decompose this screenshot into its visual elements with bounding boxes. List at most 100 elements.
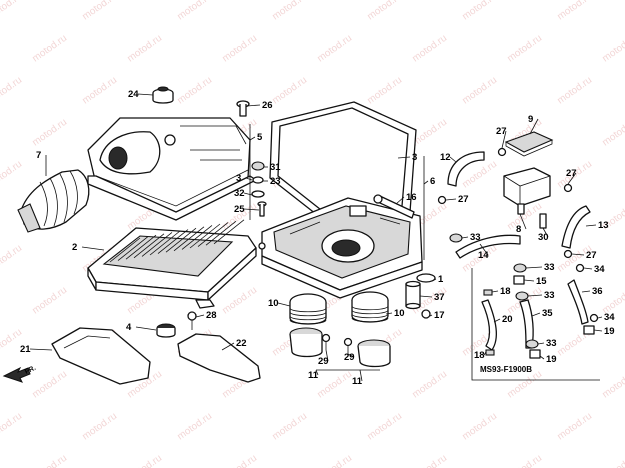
callout-c24: 24 [128, 89, 139, 100]
lower-case[interactable] [258, 197, 423, 299]
bolt-28[interactable] [187, 311, 197, 330]
callout-c34a: 34 [594, 264, 605, 275]
leader-c35 [531, 312, 541, 317]
clamp-33c[interactable] [515, 291, 529, 301]
filter-element[interactable] [87, 219, 257, 309]
side-cover-left[interactable] [51, 327, 151, 385]
hose-14[interactable] [455, 234, 521, 259]
funnel-rib [351, 317, 389, 323]
clip-18a[interactable] [483, 289, 493, 296]
callout-c10b: 10 [394, 308, 405, 319]
callout-c36: 36 [592, 286, 603, 297]
breather-case[interactable] [503, 167, 551, 215]
grommet-4[interactable] [156, 323, 176, 338]
callout-c29a: 29 [318, 356, 329, 367]
leader-c18b [483, 351, 487, 356]
funnel-right[interactable] [351, 291, 389, 323]
tee-19b[interactable] [583, 325, 595, 335]
pipe-30[interactable] [539, 213, 547, 229]
screw-right[interactable] [343, 337, 353, 355]
leader-lines [29, 93, 603, 382]
callout-c13: 13 [598, 220, 609, 231]
hose-36[interactable] [567, 279, 589, 325]
watermark-text: motod.ru [80, 75, 119, 107]
clamp-27d[interactable] [563, 249, 573, 259]
callout-c9: 9 [528, 114, 533, 125]
hose-35[interactable] [519, 299, 534, 349]
tee-19a[interactable] [529, 349, 541, 359]
leader-c16 [395, 196, 405, 205]
leader-c10a [277, 302, 291, 307]
nut-31[interactable] [251, 161, 265, 171]
watermark-text: motod.ru [600, 33, 625, 65]
funnel-rib [351, 309, 389, 315]
leader-c10b [385, 312, 393, 315]
leader-c3b [397, 156, 411, 159]
washer-23[interactable] [252, 176, 264, 184]
callout-c12: 12 [440, 152, 451, 163]
hose-13[interactable] [561, 205, 591, 249]
leader-c26 [246, 104, 261, 107]
filter-rib [181, 225, 213, 250]
o-ring[interactable] [416, 273, 436, 283]
hose-20[interactable] [481, 299, 498, 351]
intake-duct[interactable] [17, 169, 90, 233]
clamp-27b[interactable] [437, 195, 447, 205]
watermark-text: motod.ru [555, 75, 594, 107]
breather-filter[interactable] [504, 131, 554, 157]
washer-32[interactable] [251, 190, 265, 198]
connecting-tube-right[interactable] [357, 339, 391, 368]
funnel-left[interactable] [289, 293, 327, 325]
leader-c11b [359, 369, 363, 382]
watermark-text: motod.ru [315, 369, 354, 401]
clamp-33d[interactable] [525, 339, 539, 349]
watermark-text: motod.ru [220, 453, 259, 468]
clamp-34a[interactable] [575, 263, 585, 273]
leader-c4 [135, 326, 157, 331]
leader-c12 [449, 156, 457, 163]
hose-12[interactable] [447, 151, 485, 187]
direction-label: FR. [24, 365, 37, 376]
group-bracket-14 [471, 268, 600, 381]
upper-case[interactable] [87, 117, 257, 221]
side-cover-right[interactable] [177, 333, 261, 383]
connecting-tube-left[interactable] [289, 327, 323, 358]
leader-c27a [501, 130, 507, 149]
drain-tube[interactable] [373, 194, 415, 219]
clamp-34b[interactable] [589, 313, 599, 323]
watermark-text: motod.ru [80, 411, 119, 443]
clamp-27a[interactable] [497, 147, 507, 157]
callout-c31: 31 [270, 162, 281, 173]
clamp-33b[interactable] [513, 263, 527, 273]
bolt-26[interactable] [236, 100, 250, 117]
leader-c14 [479, 243, 489, 256]
funnel-rib [289, 307, 327, 313]
callout-c33d: 33 [546, 338, 557, 349]
drain-plug[interactable] [405, 280, 421, 310]
callout-c22: 22 [236, 338, 247, 349]
watermark-text: motod.ru [555, 411, 594, 443]
joint-15[interactable] [513, 275, 525, 285]
leader-c3 [245, 177, 253, 181]
callout-c10a: 10 [268, 298, 279, 309]
watermark-text: motod.ru [505, 453, 544, 468]
clamp-27c[interactable] [563, 183, 573, 193]
watermark-text: motod.ru [220, 285, 259, 317]
leader-c18a [491, 290, 499, 293]
callout-c11a: 11 [308, 370, 319, 381]
leader-c34a [583, 267, 593, 270]
leader-c15 [523, 279, 535, 282]
grommet[interactable] [152, 86, 174, 104]
callout-c33a: 33 [470, 232, 481, 243]
watermark-text: motod.ru [460, 75, 499, 107]
clip-17[interactable] [421, 309, 431, 319]
screw-left[interactable] [321, 333, 331, 351]
callout-c27a: 27 [496, 126, 507, 137]
bolt-25[interactable] [257, 201, 267, 217]
watermark-text: motod.ru [410, 453, 449, 468]
funnel-left-ribs [289, 307, 327, 325]
leader-c32 [243, 192, 253, 196]
clip-18b[interactable] [485, 349, 495, 356]
clamp-33a[interactable] [449, 233, 463, 243]
watermark-text: motod.ru [410, 33, 449, 65]
